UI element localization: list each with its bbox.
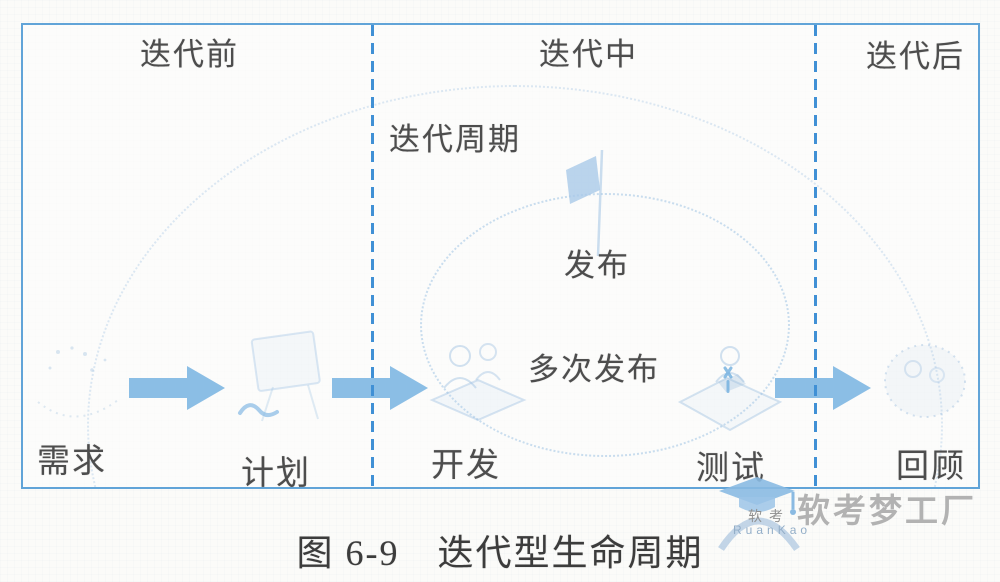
stage-label-review: 回顾 — [896, 449, 966, 485]
graduation-cap-icon — [718, 477, 800, 551]
arrow-right-icon — [129, 366, 225, 410]
test-desk-sketch-icon — [677, 346, 783, 432]
phase-label-in-iteration: 迭代中 — [539, 37, 638, 72]
watermark-brand-en: RuanKao — [733, 523, 812, 537]
stage-label-development: 开发 — [431, 448, 501, 484]
iteration-cycle-label: 迭代周期 — [389, 122, 521, 157]
watermark-brand-cn: 软考 — [748, 508, 790, 524]
phase-divider-2 — [814, 25, 817, 487]
stage-label-plan: 计划 — [241, 456, 311, 492]
team-sketch-icon — [429, 343, 527, 422]
idea-sketch-icon — [37, 346, 119, 418]
arrow-right-icon — [775, 366, 871, 410]
phase-label-post-iteration: 迭代后 — [866, 39, 965, 74]
watermark: 软考 RuanKao 软考梦工厂 — [712, 474, 997, 554]
phase-label-pre-iteration: 迭代前 — [140, 37, 239, 72]
figure-caption: 图 6-9 迭代型生命周期 — [296, 533, 704, 573]
watermark-studio-name: 软考梦工厂 — [797, 492, 977, 529]
stage-label-requirements: 需求 — [37, 444, 107, 480]
flag-icon — [566, 149, 604, 257]
cycle-arcs-layer — [23, 25, 978, 487]
release-label: 发布 — [564, 248, 630, 283]
phase-divider-1 — [371, 25, 374, 487]
review-group-sketch-icon — [884, 344, 966, 418]
multi-release-label: 多次发布 — [528, 352, 660, 387]
arrow-right-icon — [332, 366, 428, 410]
inner-cycle-arc — [420, 193, 790, 457]
plan-board-sketch-icon — [238, 330, 321, 422]
